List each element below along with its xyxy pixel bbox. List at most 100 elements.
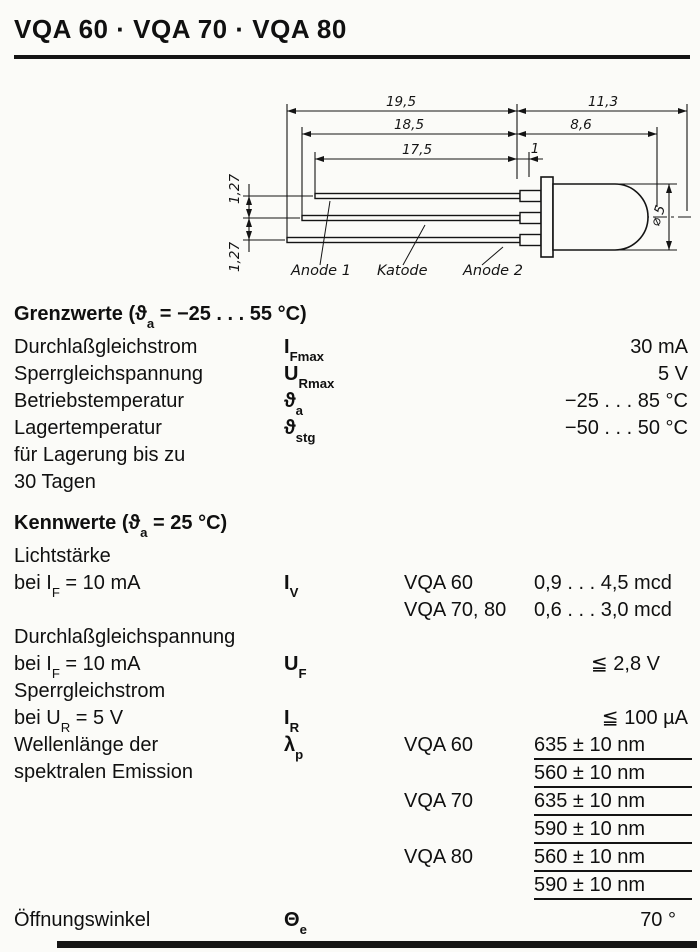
param-value: ≦ 100 µA — [601, 707, 688, 729]
cond-post: = 25 °C) — [147, 512, 228, 534]
param-symbol: URmax — [284, 361, 404, 391]
row-sperrgleichstrom: Sperrgleichstrom bei UR = 5 V IR ≦ 100 µ… — [14, 678, 692, 735]
led-package-drawing: 19,5 11,3 18,5 8,6 17,5 1 1,27 1,27 ⌀ 5 … — [219, 89, 692, 289]
page-title: VQA 60 · VQA 70 · VQA 80 — [14, 14, 347, 44]
cond-pre: bei I — [14, 653, 52, 675]
param-label: Sperrgleichspannung — [14, 363, 204, 385]
param-label: Sperrgleichstrom bei UR = 5 V — [14, 678, 284, 735]
symbol-base: I — [284, 336, 290, 358]
dim-flange-1: 1 — [531, 141, 540, 157]
param-line2: bei IF = 10 mA — [14, 651, 284, 681]
pin-label-katode: Katode — [377, 263, 428, 279]
symbol-sub: Rmax — [298, 376, 335, 391]
symbol-sub: V — [289, 585, 299, 600]
dim-11-3: 11,3 — [588, 94, 618, 110]
param-symbol: ϑa — [284, 388, 404, 418]
section-grenzwerte: Grenzwerte (ϑa = −25 . . . 55 °C) Durchl… — [14, 303, 692, 496]
symbol-sub: a — [295, 403, 303, 418]
row-durchlassgleichspannung: Durchlaßgleichspannung bei IF = 10 mA UF… — [14, 624, 692, 681]
variant-name: VQA 70, 80 — [404, 599, 507, 621]
pin-label-anode1: Anode 1 — [290, 263, 351, 279]
symbol-base: I — [284, 707, 290, 729]
wavelength-value: 560 ± 10 nm — [534, 844, 692, 872]
param-label: Durchlaßgleichstrom — [14, 336, 198, 358]
grenzwerte-condition: (ϑa = −25 . . . 55 °C) — [128, 303, 307, 330]
variant-name — [404, 760, 534, 788]
wavelength-row: VQA 70 635 ± 10 nm — [404, 788, 692, 816]
symbol-base: λ — [284, 734, 296, 756]
wavelength-table: VQA 60 635 ± 10 nm 560 ± 10 nm VQA 70 63… — [404, 732, 692, 900]
cond-sub: a — [140, 525, 148, 540]
variant-name: VQA 60 — [404, 572, 473, 594]
param-symbol: UF — [284, 624, 404, 681]
param-label: Betriebstemperatur — [14, 390, 185, 412]
param-line1: Sperrgleichstrom — [14, 680, 166, 702]
param-symbol: ϑstg — [284, 415, 404, 445]
row-durchlassgleichstrom: Durchlaßgleichstrom IFmax 30 mA — [14, 334, 692, 364]
symbol-sub: Fmax — [289, 349, 325, 364]
dim-pitch-bottom: 1,27 — [227, 242, 243, 272]
pin-labels: Anode 1 Katode Anode 2 — [290, 263, 523, 279]
param-label: Durchlaßgleichspannung bei IF = 10 mA — [14, 624, 284, 681]
dim-diameter: ⌀ 5 — [647, 203, 669, 228]
kennwerte-title: Kennwerte — [14, 512, 117, 534]
pin-label-anode2: Anode 2 — [462, 263, 523, 279]
param-value: 30 mA — [630, 336, 688, 358]
cond-pre: (ϑ — [128, 303, 147, 325]
param-label: Lichtstärke bei IF = 10 mA — [14, 543, 284, 599]
param-line1: Lichtstärke — [14, 545, 111, 567]
param-label: Wellenlänge der spektralen Emission — [14, 734, 193, 783]
wavelength-value: 590 ± 10 nm — [534, 816, 692, 844]
led-leads — [286, 189, 542, 247]
extension-lines — [243, 104, 688, 251]
variant-name — [404, 816, 534, 844]
dim-8-6: 8,6 — [570, 117, 591, 133]
kennwerte-heading: Kennwerte (ϑa = 25 °C) — [14, 512, 692, 539]
variant-cell: VQA 60 VQA 70, 80 — [404, 543, 534, 624]
param-value: ≦ 2,8 V — [590, 653, 660, 675]
cond-post: = 5 V — [70, 707, 124, 729]
param-value: −50 . . . 50 °C — [564, 417, 688, 439]
param-symbol: IFmax — [284, 334, 404, 364]
cond-sub: F — [51, 666, 60, 681]
cond-post: = 10 mA — [59, 653, 141, 675]
variant-value: 0,6 . . . 3,0 mcd — [534, 599, 672, 621]
symbol-base: I — [284, 572, 290, 594]
cond-post: = 10 mA — [59, 572, 141, 594]
dimension-arrows — [246, 108, 687, 250]
dim-19-5: 19,5 — [386, 94, 416, 110]
dimension-lines — [248, 110, 687, 252]
param-value: 0,9 . . . 4,5 mcd 0,6 . . . 3,0 mcd — [534, 543, 692, 624]
cond-pre: bei U — [14, 707, 61, 729]
param-symbol: Θe — [284, 907, 404, 936]
param-line1: Durchlaßgleichspannung — [14, 626, 236, 648]
cond-pre: bei I — [14, 572, 52, 594]
symbol-sub: stg — [295, 430, 316, 445]
row-lichtstaerke: Lichtstärke bei IF = 10 mA IV VQA 60 VQA… — [14, 543, 692, 624]
cond-sub: R — [60, 720, 71, 735]
param-symbol: λp — [284, 732, 404, 761]
cond-post: = −25 . . . 55 °C) — [154, 303, 307, 325]
row-sperrgleichspannung: Sperrgleichspannung URmax 5 V — [14, 361, 692, 391]
wavelength-row: VQA 60 635 ± 10 nm — [404, 732, 692, 760]
variant-name: VQA 80 — [404, 846, 473, 868]
param-label: Öffnungswinkel — [14, 909, 151, 931]
symbol-base: Θ — [284, 909, 300, 931]
row-wellenlaenge: Wellenlänge der spektralen Emission λp V… — [14, 732, 692, 900]
row-lagertemperatur: Lagertemperatur für Lagerung bis zu 30 T… — [14, 415, 692, 496]
symbol-base: ϑ — [284, 417, 296, 439]
symbol-sub: R — [289, 720, 300, 735]
title-rule — [14, 55, 690, 59]
dim-17-5: 17,5 — [402, 142, 432, 158]
section-kennwerte: Kennwerte (ϑa = 25 °C) Lichtstärke bei I… — [14, 512, 692, 936]
wavelength-value: 590 ± 10 nm — [534, 872, 692, 900]
param-value: 5 V — [657, 363, 688, 385]
param-symbol: IV — [284, 543, 404, 600]
cond-pre: (ϑ — [121, 512, 141, 534]
cond-sub: a — [146, 316, 155, 331]
variant-name — [404, 872, 534, 900]
symbol-sub: F — [298, 666, 307, 681]
wavelength-value: 635 ± 10 nm — [534, 788, 692, 816]
dimension-labels: 19,5 11,3 18,5 8,6 17,5 1 1,27 1,27 ⌀ 5 — [227, 94, 669, 272]
